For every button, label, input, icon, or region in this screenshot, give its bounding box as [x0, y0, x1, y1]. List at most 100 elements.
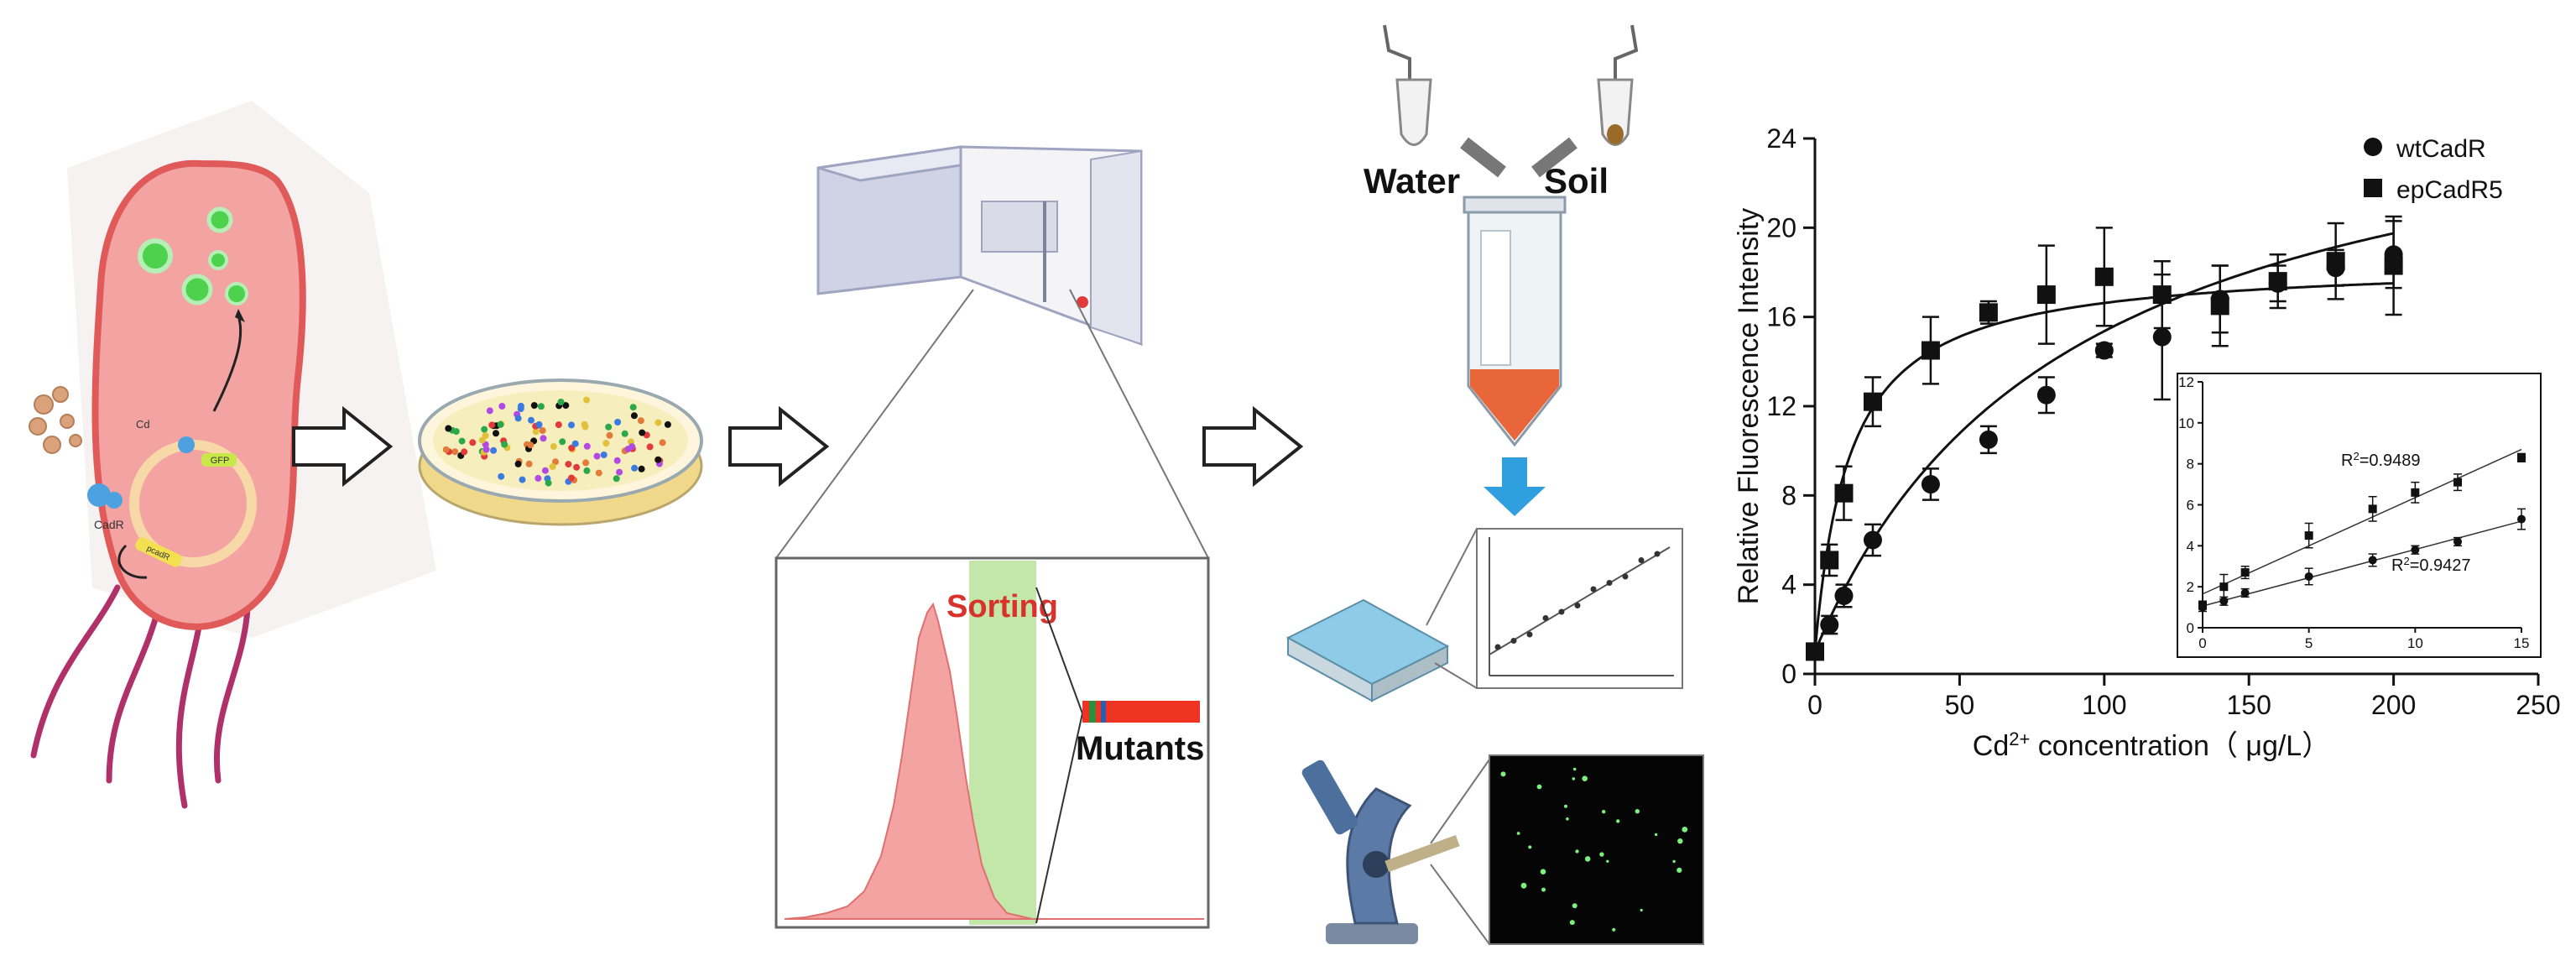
fluorescent-cells: [1500, 767, 1688, 932]
colony: [534, 474, 542, 482]
sample-sources: Water Soil: [1364, 24, 1639, 516]
thumb-fit-line: [1489, 546, 1671, 655]
colony: [550, 443, 557, 450]
cadr-label: CadR: [94, 518, 124, 531]
histogram-peak: [784, 602, 1204, 920]
y-tick-label: 16: [1766, 302, 1796, 332]
inset-y-tick-label: 6: [2187, 498, 2194, 514]
point-epcadr5: [2384, 256, 2403, 275]
inset-y-tick-label: 0: [2187, 620, 2194, 636]
colony: [629, 404, 637, 411]
tube-sediment: [1470, 369, 1559, 441]
soil-tube-icon: [1597, 24, 1639, 146]
colony: [514, 415, 522, 422]
promoter-gene: [135, 537, 182, 567]
colony: [501, 441, 508, 448]
y-tick-label: 8: [1781, 480, 1796, 510]
fluorescent-cell: [1572, 903, 1577, 909]
colony: [539, 427, 546, 434]
colony: [613, 457, 621, 464]
colony: [469, 439, 477, 446]
colony: [458, 437, 466, 445]
scope-knob: [1363, 851, 1390, 878]
flow-cytometer-icon: [816, 145, 1143, 347]
zoom-line: [1430, 864, 1490, 945]
inset-data-points: [2198, 452, 2526, 613]
mutants-label: Mutants: [1076, 730, 1204, 767]
fluorescent-cell: [1599, 852, 1604, 857]
gfp-dot: [206, 206, 233, 233]
colony: [583, 467, 591, 474]
colony: [637, 417, 644, 425]
inset-point-epcadr5: [2219, 582, 2229, 592]
fluorescent-cell: [1582, 775, 1588, 781]
colony: [631, 464, 639, 472]
colony: [664, 420, 671, 428]
colony: [555, 421, 562, 429]
inset-y-tick-label: 12: [2178, 374, 2194, 390]
process-arrow-2: [728, 405, 830, 488]
tube-label-area: [1480, 230, 1511, 366]
fluorescent-cell: [1677, 838, 1683, 844]
fluorescent-cell: [1536, 784, 1542, 790]
y-tick-label: 20: [1766, 212, 1796, 243]
point-epcadr5: [2210, 296, 2229, 316]
colony: [582, 459, 590, 467]
colony: [654, 456, 662, 463]
r2-letter: R: [2341, 452, 2353, 470]
x-axis-label-sup: 2+: [2009, 728, 2030, 749]
colony: [525, 460, 533, 467]
colony: [557, 399, 565, 405]
fluorescent-cell: [1541, 887, 1546, 892]
inset-point-wtcadr: [2219, 597, 2229, 606]
inset-x-tick-label: 10: [2407, 635, 2423, 651]
cadmium-ions: [29, 386, 82, 454]
gfp-dot: [208, 250, 228, 270]
thumb-point: [1590, 586, 1597, 593]
point-wtcadr: [2152, 327, 2172, 347]
cd-ion: [69, 434, 82, 447]
soil-label: Soil: [1544, 161, 1609, 201]
colony: [445, 425, 452, 432]
x-tick-label: 200: [2371, 690, 2416, 720]
thumb-point: [1638, 557, 1645, 563]
water-tube-icon: [1383, 24, 1432, 146]
plasmid-arrow: [117, 544, 148, 579]
sorting-histogram: Sorting Mutants: [774, 556, 1210, 929]
colony: [581, 420, 588, 428]
colony: [549, 463, 556, 470]
colony: [602, 440, 610, 447]
legend: wtCadR epCadR5: [2364, 135, 2503, 204]
colony: [519, 476, 526, 483]
point-epcadr5: [1834, 483, 1854, 503]
inset-point-epcadr5: [2240, 568, 2250, 577]
gfp-dot: [225, 282, 248, 305]
fluorescent-cell: [1520, 882, 1527, 889]
colony: [552, 458, 559, 466]
colony: [600, 452, 607, 458]
colony: [498, 472, 505, 480]
colony: [482, 446, 490, 453]
inset-y-tick-label: 10: [2178, 415, 2194, 431]
r2-letter: R: [2391, 556, 2403, 575]
down-arrow: [1484, 457, 1546, 516]
point-epcadr5: [1979, 303, 1998, 322]
fluorescent-cell: [1516, 832, 1520, 835]
inset-x-tick-label: 15: [2514, 635, 2530, 651]
source-arrow: [1460, 137, 1506, 178]
colony: [614, 419, 622, 425]
scope-base: [1326, 923, 1418, 944]
point-epcadr5: [2036, 285, 2056, 305]
point-epcadr5: [2152, 285, 2172, 305]
microscope-icon: [1301, 760, 1460, 944]
point-epcadr5: [1921, 341, 1940, 360]
point-epcadr5: [1863, 392, 1882, 411]
fluorescence-field: [1489, 754, 1704, 945]
water-label: Water: [1364, 161, 1460, 201]
colony: [593, 452, 601, 460]
flagella: [30, 584, 251, 809]
fluorescent-cell: [1616, 819, 1620, 823]
y-tick-label: 12: [1766, 391, 1796, 421]
